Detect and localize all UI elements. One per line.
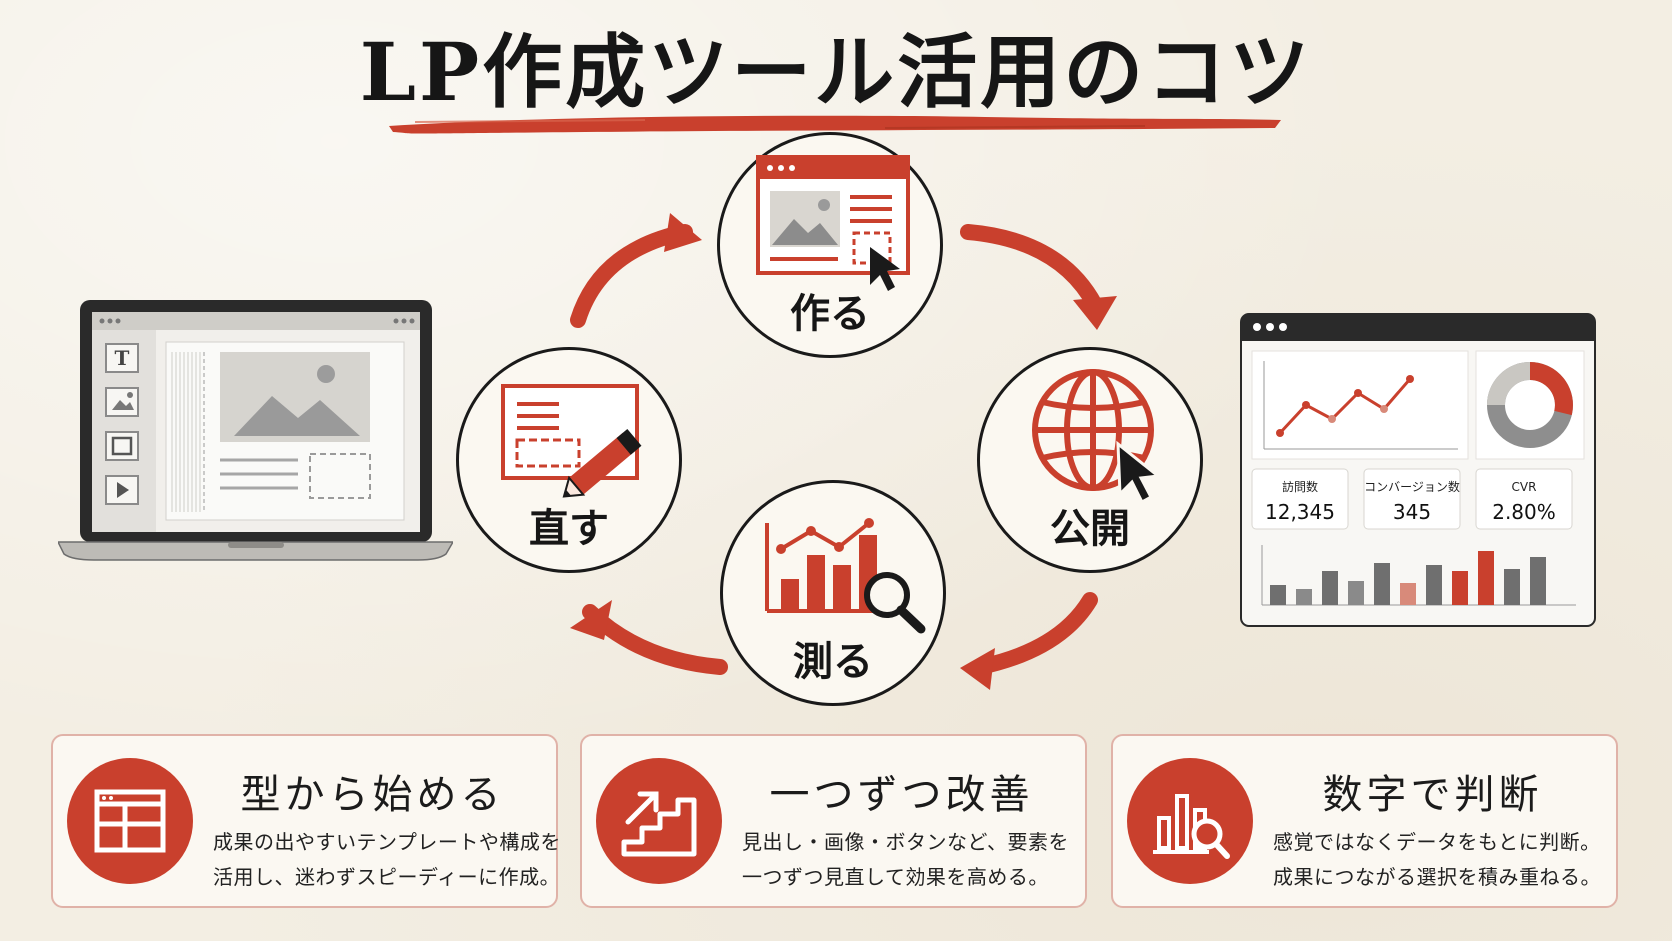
edit-pencil-icon: [501, 384, 642, 498]
tip-card-data: 数字で判断 感覚ではなくデータをもとに判断。 成果につながる選択を積み重ねる。: [1111, 734, 1618, 908]
page-title: LP作成ツール活用のコツ: [359, 25, 1313, 119]
arrow-make-to-publish: [960, 224, 1103, 313]
stat-label-visits: 訪問数: [1282, 479, 1318, 494]
tip-text-line-1: 見出し・画像・ボタンなど、要素を: [742, 830, 1069, 854]
stat-label-conversions: コンバージョン数: [1364, 479, 1460, 494]
square-tool-icon: [111, 436, 133, 456]
analytics-dashboard-mockup: 訪問数 12,345 コンバージョン数 345 CVR 2.80%: [1240, 313, 1596, 627]
tip-text-line-1: 感覚ではなくデータをもとに判断。: [1273, 830, 1601, 854]
tip-text-line-2: 一つずつ見直して効果を高める。: [742, 865, 1049, 889]
title-brush-underline: [389, 115, 1281, 134]
tip-text-line-2: 活用し、迷わずスピーディーに作成。: [213, 865, 561, 889]
tip-title: 型から始める: [240, 772, 505, 818]
cycle-node-measure: 測る: [720, 480, 946, 706]
dashboard-line-chart: [1278, 378, 1412, 435]
template-layout-icon: [67, 758, 193, 884]
stat-value-cvr: 2.80%: [1492, 500, 1556, 524]
cycle-label-fix: 直す: [529, 506, 609, 552]
laptop-editor-mockup: T: [58, 300, 453, 561]
stat-value-conversions: 345: [1393, 500, 1431, 524]
globe-cursor-icon: [1032, 369, 1162, 505]
chart-magnifier-icon: [765, 518, 926, 634]
tip-title: 一つずつ改善: [769, 772, 1034, 818]
arrow-publish-to-measure: [972, 592, 1098, 675]
tip-card-improve: 一つずつ改善 見出し・画像・ボタンなど、要素を 一つずつ見直して効果を高める。: [580, 734, 1087, 908]
dashboard-donut-chart: [1487, 362, 1573, 448]
arrow-measure-to-fix: [582, 604, 728, 675]
cycle-node-make: 作る: [717, 132, 943, 358]
play-tool-icon: [117, 482, 129, 498]
tool-palette: T: [105, 343, 139, 505]
stat-label-cvr: CVR: [1512, 480, 1537, 494]
cycle-label-make: 作る: [790, 291, 870, 337]
tip-title: 数字で判断: [1322, 772, 1543, 818]
arrow-fix-to-make: [570, 224, 693, 328]
tip-text-line-2: 成果につながる選択を積み重ねる。: [1273, 865, 1601, 889]
cycle-node-fix: 直す: [456, 347, 682, 573]
stat-value-visits: 12,345: [1265, 500, 1335, 524]
tip-card-template: 型から始める 成果の出やすいテンプレートや構成を 活用し、迷わずスピーディーに作…: [51, 734, 561, 908]
cycle-node-publish: 公開: [977, 347, 1203, 573]
image-tool-icon: [112, 400, 134, 410]
cycle-label-measure: 測る: [793, 639, 873, 685]
chart-search-icon: [1127, 758, 1253, 884]
text-tool-icon: T: [115, 346, 130, 370]
stairs-arrow-icon: [596, 758, 722, 884]
cycle-label-publish: 公開: [1050, 506, 1130, 552]
tip-text-line-1: 成果の出やすいテンプレートや構成を: [213, 830, 561, 854]
dashboard-bar-chart: [1270, 551, 1546, 605]
browser-cursor-icon: [756, 155, 910, 291]
